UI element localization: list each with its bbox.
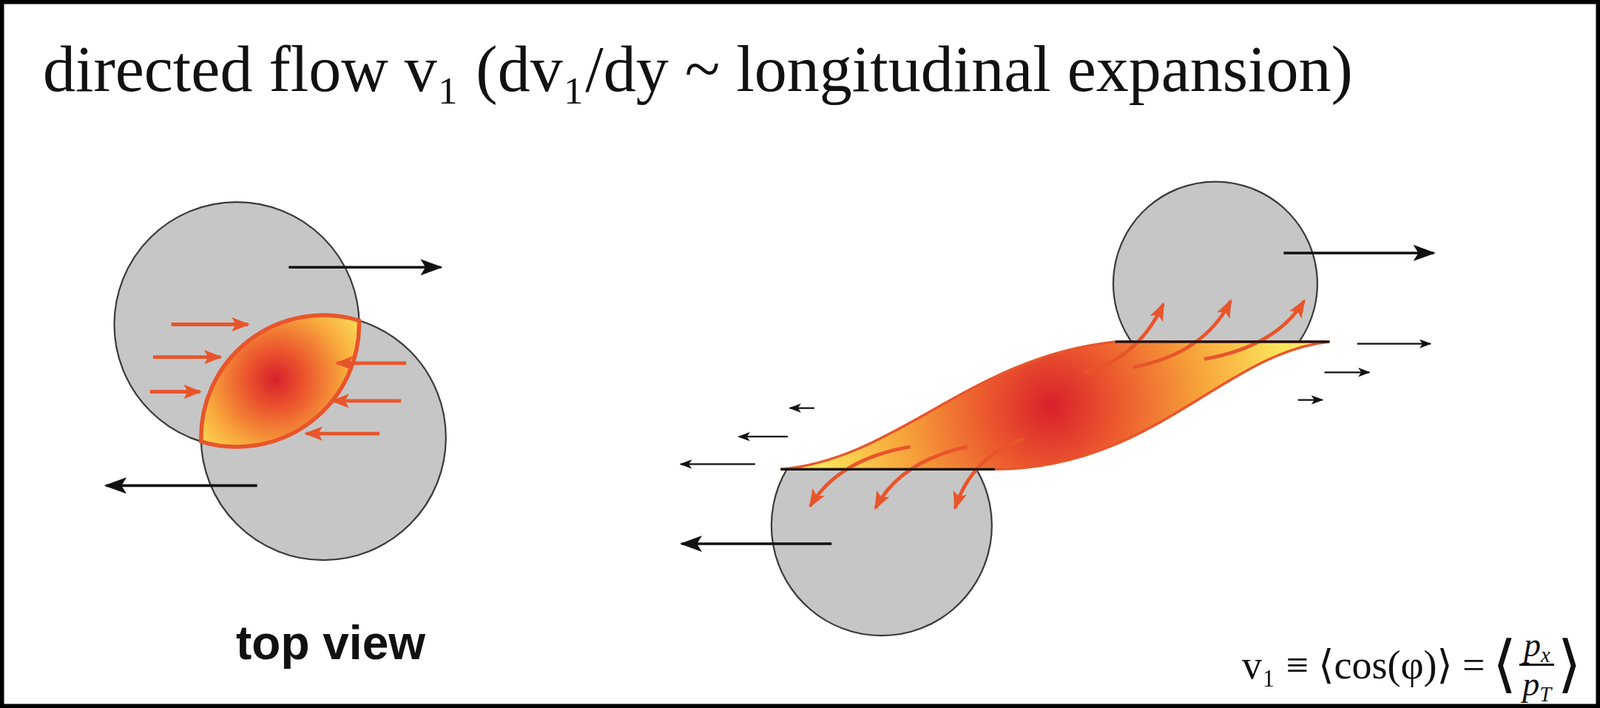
fraction-numerator: px <box>1519 628 1555 662</box>
title-text: directed flow v₁ (dv₁/dy ~ longitudinal … <box>42 34 1353 106</box>
angle-bracket: ⟨ <box>1492 633 1518 696</box>
velocity-arrow <box>1324 371 1370 373</box>
pressure-arrows <box>150 324 407 435</box>
tilted-fireball <box>780 341 1330 469</box>
motion-arrow <box>105 484 257 488</box>
pressure-arrow <box>336 360 407 365</box>
flow-arrow <box>1204 301 1305 360</box>
velocity-arrow <box>738 435 788 438</box>
motion-arrow <box>681 542 832 546</box>
pressure-arrow <box>153 355 221 359</box>
flow-arrows <box>809 301 1305 509</box>
flow-arrow <box>954 438 1024 509</box>
nucleus-upper <box>114 201 360 447</box>
pressure-arrow <box>332 399 401 404</box>
motion-arrow <box>1283 251 1434 255</box>
velocity-arrow <box>1298 398 1323 401</box>
pressure-arrow <box>171 322 248 327</box>
momentum-symbol: p <box>1523 628 1541 662</box>
velocity-arrow <box>1357 343 1431 345</box>
spectator-upper <box>1113 181 1318 342</box>
angle-bracket: ⟩ <box>1557 633 1582 696</box>
pressure-arrow <box>150 389 201 394</box>
fraction: pxpT <box>1519 628 1555 700</box>
chord-edge <box>1115 340 1331 343</box>
formula-text: v₁ ≡ ⟨cos(φ)⟩ = <box>1241 641 1485 688</box>
velocity-arrow <box>790 406 815 409</box>
pressure-arrow <box>306 431 380 436</box>
nucleus-lower <box>201 315 447 560</box>
view-caption: top view <box>235 616 426 669</box>
motion-arrow <box>288 265 441 269</box>
subscript: x <box>1540 645 1551 666</box>
chord-edge <box>780 468 995 471</box>
velocity-arrow <box>680 463 756 465</box>
side-view-figure <box>680 181 1434 637</box>
velocity-arrows <box>680 343 1431 465</box>
flow-arrow <box>809 446 910 506</box>
top-view-figure <box>105 201 446 560</box>
v1-definition: pxpTv₁ ≡ ⟨cos(φ)⟩ =⟨⟩ <box>1241 628 1582 700</box>
flow-arrow <box>875 446 968 509</box>
overlap-fireball <box>201 315 360 447</box>
fraction-denominator: pT <box>1519 667 1555 701</box>
subscript: T <box>1539 684 1552 705</box>
momentum-symbol: p <box>1522 667 1540 701</box>
